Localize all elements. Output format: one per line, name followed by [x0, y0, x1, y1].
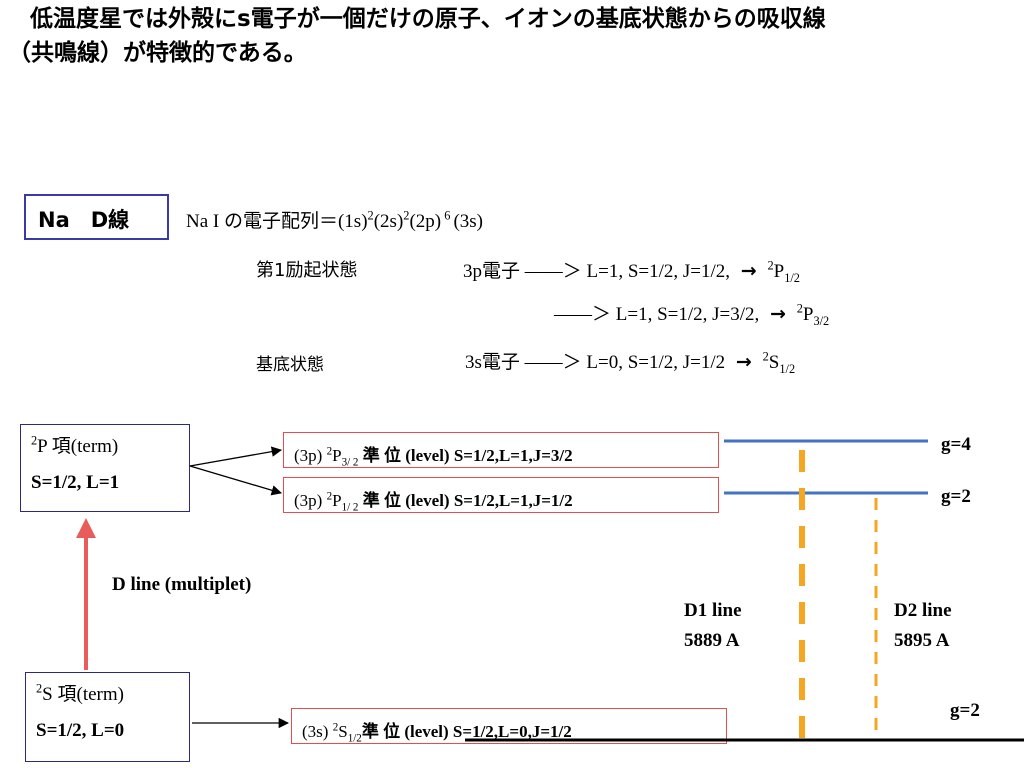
level-box-p12: (3p) 2P1/ 2 準 位 (level) S=1/2,L=1,J=1/2 [283, 477, 719, 513]
p-term-label: P 項(term) [37, 436, 119, 457]
excited-row-1-sup: 2 [767, 258, 774, 273]
level-s12-term: S [338, 722, 348, 741]
right-arrow-icon: → [735, 351, 752, 373]
d1-wavelength: 5889 A [684, 630, 740, 651]
excited-row-2: ――＞ L=1, S=1/2, J=3/2, → 2P3/2 [554, 299, 829, 329]
ground-row-text: 3s電子 ――＞ L=0, S=1/2, J=1/2 [465, 352, 726, 373]
d-line-label: D line (multiplet) [112, 574, 252, 595]
level-s12-sup: 2 [332, 721, 339, 734]
config-1s-exp: 2 [367, 208, 374, 223]
p-term-sup: 2 [31, 433, 38, 448]
ground-row-sup: 2 [762, 349, 769, 364]
config-1s: (1s) [337, 211, 368, 232]
s-term-quantum-numbers: S=1/2, L=0 [36, 720, 125, 741]
right-arrow-icon: → [740, 260, 757, 282]
level-p32-term: P [332, 446, 342, 465]
na-d-label: Na D線 [38, 208, 130, 232]
excited-row-1: 3p電子 ――＞ L=1, S=1/2, J=1/2, → 2P1/2 [463, 256, 800, 286]
excited-row-1-text: 3p電子 ――＞ L=1, S=1/2, J=1/2, [463, 261, 731, 282]
level-p12-sub: 1/ 2 [341, 501, 359, 514]
p-term-to-p32-arrow [189, 446, 283, 467]
title-line-1: 低温度星では外殻にs電子が一個だけの原子、イオンの基底状態からの吸収線 [30, 6, 826, 32]
config-prefix: Na I の電子配列＝ [186, 211, 338, 232]
level-p32-sub: 3/ 2 [341, 456, 359, 469]
ground-row: 3s電子 ――＞ L=0, S=1/2, J=1/2 → 2S1/2 [465, 347, 795, 377]
level-p32-sup: 2 [326, 445, 333, 458]
level-s12-pre: (3s) [302, 722, 333, 741]
level-p12-term: P [332, 491, 342, 510]
excited-row-2-text: ――＞ L=1, S=1/2, J=3/2, [554, 304, 760, 325]
level-box-p32: (3p) 2P3/ 2 準 位 (level) S=1/2,L=1,J=3/2 [283, 432, 719, 468]
config-2s-exp: 2 [403, 208, 410, 223]
right-arrow-icon: → [770, 303, 786, 325]
g-label-top: g=4 [941, 434, 971, 455]
page-title: 低温度星では外殻にs電子が一個だけの原子、イオンの基底状態からの吸収線 （共鳴線… [8, 2, 826, 70]
g-label-middle: g=2 [941, 486, 971, 507]
p-term-quantum-numbers: S=1/2, L=1 [31, 472, 120, 493]
level-s12-sub: 1/2 [347, 732, 362, 745]
excited-row-2-sub: 3/2 [813, 313, 830, 328]
p-term-box: 2P 項(term) S=1/2, L=1 [20, 424, 190, 512]
excited-row-2-sup: 2 [796, 301, 803, 316]
d1-name: D1 line [684, 600, 742, 621]
level-p12-pre: (3p) [294, 491, 327, 510]
d1-label: D1 line 5889 A [684, 596, 742, 656]
level-box-s12: (3s) 2S1/2準 位 (level) S=1/2,L=0,J=1/2 [291, 708, 727, 744]
excited-row-2-term: P [802, 304, 814, 325]
d2-label: D2 line 5895 A [894, 596, 952, 656]
d2-wavelength: 5895 A [894, 630, 950, 651]
level-p32-post: 準 位 (level) S=1/2,L=1,J=3/2 [358, 446, 573, 465]
level-s12-post: 準 位 (level) S=1/2,L=0,J=1/2 [361, 722, 572, 741]
ground-row-term: S [768, 352, 780, 373]
g-label-bottom: g=2 [950, 700, 980, 721]
s-term-sup: 2 [36, 681, 43, 696]
ground-row-sub: 1/2 [779, 361, 796, 376]
d2-name: D2 line [894, 600, 952, 621]
electron-configuration: Na I の電子配列＝(1s)2(2s)2(2p) 6 (3s) [186, 206, 483, 233]
ground-state-label: 基底状態 [256, 355, 324, 374]
title-line-2: （共鳴線）が特徴的である。 [8, 40, 307, 66]
config-2s: (2s) [373, 211, 404, 232]
config-2p: (2p) [409, 211, 442, 232]
config-3s: (3s) [453, 211, 484, 232]
excited-row-1-term: P [773, 261, 785, 282]
excited-state-label: 第1励起状態 [256, 260, 358, 281]
excited-row-1-sub: 1/2 [784, 270, 800, 285]
s-term-box: 2S 項(term) S=1/2, L=0 [25, 672, 190, 762]
level-p12-post: 準 位 (level) S=1/2,L=1,J=1/2 [358, 491, 573, 510]
level-p12-sup: 2 [326, 490, 333, 503]
na-d-label-box: Na D線 [24, 194, 169, 240]
s-term-title: 2S 項(term) [36, 679, 189, 706]
p-term-title: 2P 項(term) [31, 431, 189, 458]
p-term-to-p12-arrow [189, 465, 282, 496]
level-p32-pre: (3p) [294, 446, 327, 465]
config-2p-exp: 6 [441, 208, 454, 223]
s-term-label: S 項(term) [42, 684, 124, 705]
